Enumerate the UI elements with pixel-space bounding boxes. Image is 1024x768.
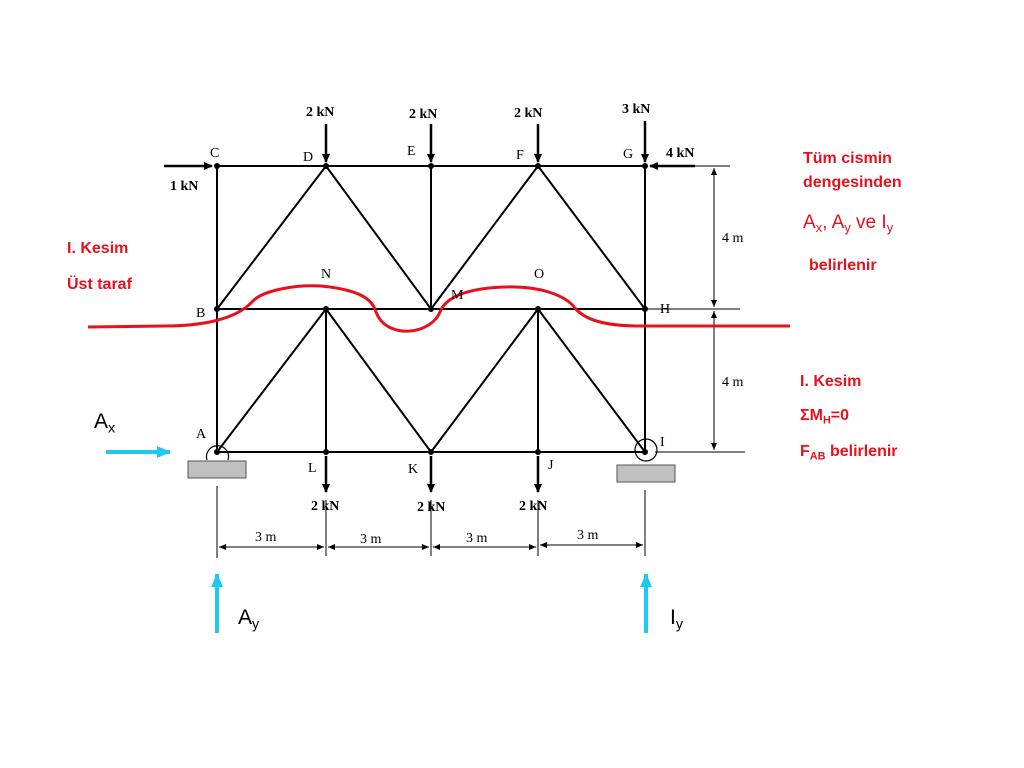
annotation-right-force: FAB belirlenir [800, 443, 898, 463]
annotation-right-moment: ΣMH=0 [800, 407, 850, 427]
member-KO [430, 308, 539, 453]
joint-F [535, 163, 541, 169]
reaction-label-Ay: Ay [238, 606, 260, 633]
member-BD [216, 165, 327, 310]
member-NK [325, 308, 432, 453]
joint-C [214, 163, 220, 169]
annotation-right-line4: belirlenir [809, 257, 877, 274]
node-label-A: A [196, 427, 207, 442]
node-label-C: C [210, 146, 219, 161]
node-label-H: H [660, 302, 670, 317]
annotation-left-side: Üst taraf [67, 276, 132, 293]
joints [214, 163, 648, 455]
node-label-M: M [451, 288, 464, 303]
node-label-O: O [534, 267, 544, 282]
applied-loads [164, 121, 695, 493]
joint-B [214, 306, 220, 312]
load-label-L: 2 kN [311, 499, 339, 514]
annotation-right-reactions: Ax, Ay ve Iy [803, 212, 894, 235]
joint-A [214, 449, 220, 455]
joint-J [535, 449, 541, 455]
node-label-E: E [407, 144, 416, 159]
joint-H [642, 306, 648, 312]
reaction-arrows [106, 446, 652, 633]
node-label-N: N [321, 267, 331, 282]
reaction-label-Ax: Ax [94, 410, 116, 437]
node-label-K: K [408, 462, 418, 477]
dim-label-h3: 3 m [466, 531, 488, 546]
support-block-I [616, 464, 676, 483]
support-block-A [187, 460, 247, 479]
dim-label-v2: 4 m [722, 375, 744, 390]
load-label-G-horiz: 4 kN [666, 146, 694, 161]
member-FH [537, 165, 646, 310]
load-label-D: 2 kN [306, 105, 334, 120]
member-MF [430, 165, 539, 310]
load-label-E: 2 kN [409, 107, 437, 122]
dim-label-v1: 4 m [722, 231, 744, 246]
dim-label-h4: 3 m [577, 528, 599, 543]
annotation-left-cut: I. Kesim [67, 240, 129, 257]
section-cut-line [87, 284, 790, 333]
dim-label-h2: 3 m [360, 532, 382, 547]
annotation-right-line1: Tüm cismin [803, 150, 892, 167]
load-label-G: 3 kN [622, 102, 650, 117]
joint-L [323, 449, 329, 455]
joint-N [323, 306, 329, 312]
load-label-K: 2 kN [417, 500, 445, 515]
node-label-J: J [548, 458, 554, 473]
joint-K [428, 449, 434, 455]
joint-D [323, 163, 329, 169]
supports [187, 438, 676, 483]
load-label-F: 2 kN [514, 106, 542, 121]
load-label-C: 1 kN [170, 179, 198, 194]
annotation-right-line2: dengesinden [803, 174, 902, 191]
load-labels: 2 kN 2 kN 2 kN 3 kN 1 kN 4 kN 2 kN 2 kN … [170, 102, 694, 515]
joint-E [428, 163, 434, 169]
joint-I [642, 449, 648, 455]
joint-M [428, 306, 434, 312]
node-label-B: B [196, 306, 205, 321]
dim-label-h1: 3 m [255, 530, 277, 545]
reaction-label-Iy: Iy [670, 606, 683, 633]
node-label-I: I [660, 435, 665, 450]
dimension-lines [216, 165, 745, 558]
dimension-labels: 3 m 3 m 3 m 3 m 4 m 4 m [255, 231, 744, 547]
roller-support-I [634, 438, 658, 462]
node-label-G: G [623, 147, 633, 162]
node-label-L: L [308, 461, 317, 476]
member-DM [325, 165, 432, 310]
member-AN [216, 308, 327, 453]
node-labels: C D E F G B N M O H A I L K J [196, 144, 670, 477]
member-OI [537, 308, 646, 453]
annotation-right-cut: I. Kesim [800, 373, 862, 390]
node-label-F: F [516, 148, 524, 163]
node-label-D: D [303, 150, 313, 165]
joint-O [535, 306, 541, 312]
pin-support-arc-A [205, 445, 230, 461]
load-label-J: 2 kN [519, 499, 547, 514]
joint-G [642, 163, 648, 169]
